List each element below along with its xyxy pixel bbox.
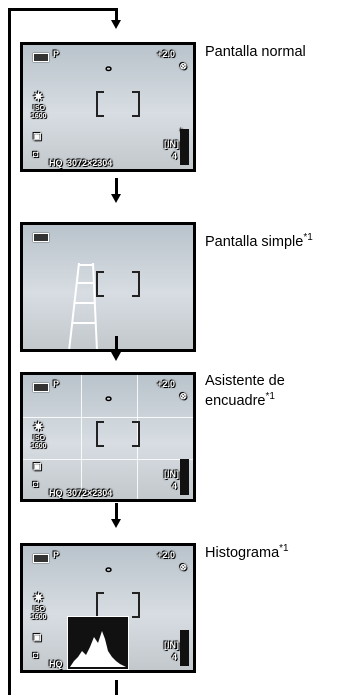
- metering-icon: ◘: [33, 479, 39, 489]
- mode-indicator: P: [53, 49, 60, 59]
- histogram-graph: [70, 631, 126, 667]
- self-timer-icon: ⴰ: [105, 563, 113, 575]
- iso-value: 1600: [31, 443, 47, 450]
- exposure-value: +2.0: [157, 49, 175, 59]
- quality-label: HQ: [49, 488, 63, 498]
- flow-line-left: [8, 8, 11, 695]
- self-timer-icon: ⴰ: [105, 62, 113, 74]
- histogram-panel: [67, 616, 129, 670]
- mode-indicator: P: [53, 550, 60, 560]
- battery-icon: [33, 233, 49, 242]
- af-target-bracket: [96, 421, 140, 447]
- flow-line-top: [8, 8, 118, 11]
- grid-line: [137, 375, 138, 499]
- mode-indicator: P: [53, 379, 60, 389]
- quality-label: HQ: [49, 158, 63, 168]
- battery-icon: [33, 383, 49, 392]
- arrow-down-icon: [111, 519, 121, 528]
- resolution-label: 3072×2304: [67, 158, 113, 168]
- metering-icon: ◘: [33, 149, 39, 159]
- arrow-down-icon: [111, 20, 121, 29]
- drive-mode-icon: ▣: [33, 461, 42, 471]
- lcd-screen-grid: P +2.0 ⊗ ⴰ ✷ ISO 1600 ▣ ◘ HQ 3072×2304 […: [20, 372, 196, 502]
- af-target-bracket: [96, 271, 140, 297]
- iso-value: 1600: [31, 113, 47, 120]
- iso-value: 1600: [31, 614, 47, 621]
- white-balance-icon: ✷: [33, 89, 44, 104]
- mode-label-simple: Pantalla simple*1: [205, 232, 313, 250]
- lcd-screen-simple: [20, 222, 196, 352]
- arrow-down-icon: [111, 194, 121, 203]
- grid-line: [23, 459, 193, 460]
- af-target-bracket: [96, 91, 140, 117]
- flow-line-top-down: [115, 8, 118, 20]
- flow-line-segment: [115, 178, 118, 194]
- memory-indicator: [IN]: [164, 640, 179, 650]
- lifeguard-tower: [68, 262, 98, 349]
- remaining-shots: 4: [171, 652, 177, 662]
- flow-line-segment: [115, 503, 118, 519]
- memory-indicator: [IN]: [164, 469, 179, 479]
- exposure-meter: [180, 459, 189, 495]
- resolution-label: 3072×2304: [67, 488, 113, 498]
- exposure-value: +2.0: [157, 550, 175, 560]
- exposure-value: +2.0: [157, 379, 175, 389]
- mode-label-normal: Pantalla normal: [205, 44, 306, 60]
- metering-icon: ◘: [33, 650, 39, 660]
- flow-line-segment: [115, 336, 118, 352]
- memory-indicator: [IN]: [164, 139, 179, 149]
- white-balance-icon: ✷: [33, 590, 44, 605]
- grid-line: [23, 417, 193, 418]
- flow-line-bottom: [115, 680, 118, 695]
- mode-label-grid: Asistente de encuadre*1: [205, 373, 285, 409]
- self-timer-icon: ⴰ: [105, 392, 113, 404]
- mode-label-histogram: Histograma*1: [205, 543, 289, 561]
- flash-off-icon: ⊗: [179, 562, 187, 572]
- lcd-screen-histogram: P +2.0 ⊗ ⴰ ✷ ISO 1600 ▣ ◘ HQ [IN] 4: [20, 543, 196, 673]
- battery-icon: [33, 53, 49, 62]
- remaining-shots: 4: [171, 151, 177, 161]
- white-balance-icon: ✷: [33, 419, 44, 434]
- drive-mode-icon: ▣: [33, 131, 42, 141]
- lcd-screen-normal: P +2.0 ⊗ ⴰ ✷ ISO 1600 ▣ ◘ HQ 3072×2304 […: [20, 42, 196, 172]
- af-target-bracket: [96, 592, 140, 618]
- exposure-meter: [180, 129, 189, 165]
- exposure-meter: [180, 630, 189, 666]
- flash-off-icon: ⊗: [179, 61, 187, 71]
- quality-label: HQ: [49, 659, 63, 669]
- battery-icon: [33, 554, 49, 563]
- drive-mode-icon: ▣: [33, 632, 42, 642]
- arrow-down-icon: [111, 352, 121, 361]
- iso-label: ISO: [33, 105, 46, 112]
- grid-line: [81, 375, 82, 499]
- iso-label: ISO: [33, 606, 46, 613]
- flash-off-icon: ⊗: [179, 391, 187, 401]
- remaining-shots: 4: [171, 481, 177, 491]
- iso-label: ISO: [33, 435, 46, 442]
